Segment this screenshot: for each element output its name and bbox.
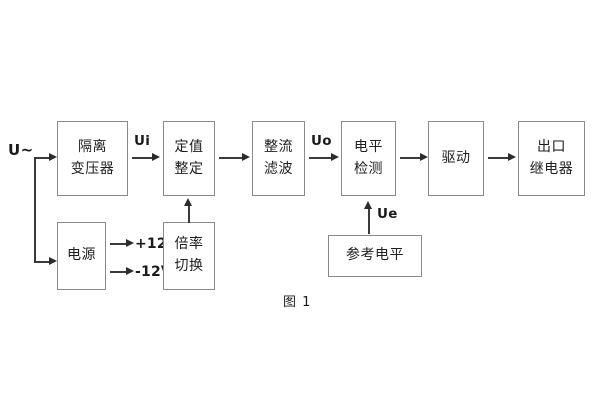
block-drive[interactable]: 驱动 [428, 121, 484, 196]
block-line: 倍率 [174, 236, 204, 253]
block-rectify-filter[interactable]: 整流 滤波 [252, 121, 305, 196]
arrowhead-multiplier-to-setting [184, 198, 192, 206]
wire-rail-positive [110, 243, 128, 245]
arrowhead-level-to-drive [420, 153, 428, 161]
arrowhead-rectify-to-level [331, 153, 339, 161]
arrowhead-to-power-supply [49, 257, 57, 265]
wire-branch-trunk [34, 157, 36, 262]
block-line: 切换 [174, 258, 204, 274]
wire-multiplier-to-setting [188, 205, 190, 223]
arrowhead-drive-to-relay [508, 153, 516, 161]
wire-reference-to-level [368, 208, 370, 234]
wire-transformer-to-setting [132, 157, 154, 159]
input-source-label: U~ [8, 141, 34, 159]
wire-setting-to-rectify [219, 157, 244, 159]
block-line: 出口 [537, 138, 566, 155]
wire-level-to-drive [400, 157, 422, 159]
block-multiplier-switch[interactable]: 倍率 切换 [163, 222, 215, 290]
block-line: 参考电平 [346, 247, 404, 264]
block-line: 整定 [174, 160, 204, 177]
arrowhead-to-transformer [49, 153, 57, 161]
block-line: 滤波 [264, 160, 293, 177]
arrowhead-setting-to-rectify [242, 153, 250, 161]
block-isolation-transformer[interactable]: 隔离 变压器 [57, 121, 128, 196]
block-line: 检测 [354, 160, 383, 177]
arrowhead-rail-positive [126, 239, 134, 247]
wire-branch-to-power-supply [34, 261, 50, 263]
figure-caption: 图 1 [283, 295, 312, 310]
wire-rectify-to-level [309, 157, 333, 159]
arrowhead-transformer-to-setting [152, 153, 160, 161]
arrowhead-reference-to-level [364, 201, 372, 209]
rail-label-negative: -12V [135, 264, 172, 280]
signal-label-uo: Uo [311, 133, 332, 149]
signal-label-ui: Ui [134, 133, 151, 149]
block-power-supply[interactable]: 电源 [57, 222, 106, 290]
block-line: 隔离 [78, 138, 107, 155]
block-line: 继电器 [529, 160, 574, 177]
wire-rail-negative [110, 271, 128, 273]
block-output-relay[interactable]: 出口 继电器 [518, 121, 585, 196]
block-level-detect[interactable]: 电平 检测 [341, 121, 396, 196]
signal-label-ue: Ue [377, 206, 398, 222]
block-line: 定值 [174, 138, 204, 155]
wire-branch-to-transformer [34, 157, 50, 159]
block-line: 电源 [67, 247, 96, 264]
block-line: 驱动 [441, 149, 471, 166]
wire-drive-to-relay [488, 157, 510, 159]
block-line: 整流 [264, 138, 293, 155]
block-setting-value[interactable]: 定值 整定 [163, 121, 215, 196]
block-line: 电平 [354, 138, 383, 155]
block-reference-level[interactable]: 参考电平 [328, 235, 422, 277]
arrowhead-rail-negative [126, 267, 134, 275]
block-line: 变压器 [70, 160, 115, 177]
